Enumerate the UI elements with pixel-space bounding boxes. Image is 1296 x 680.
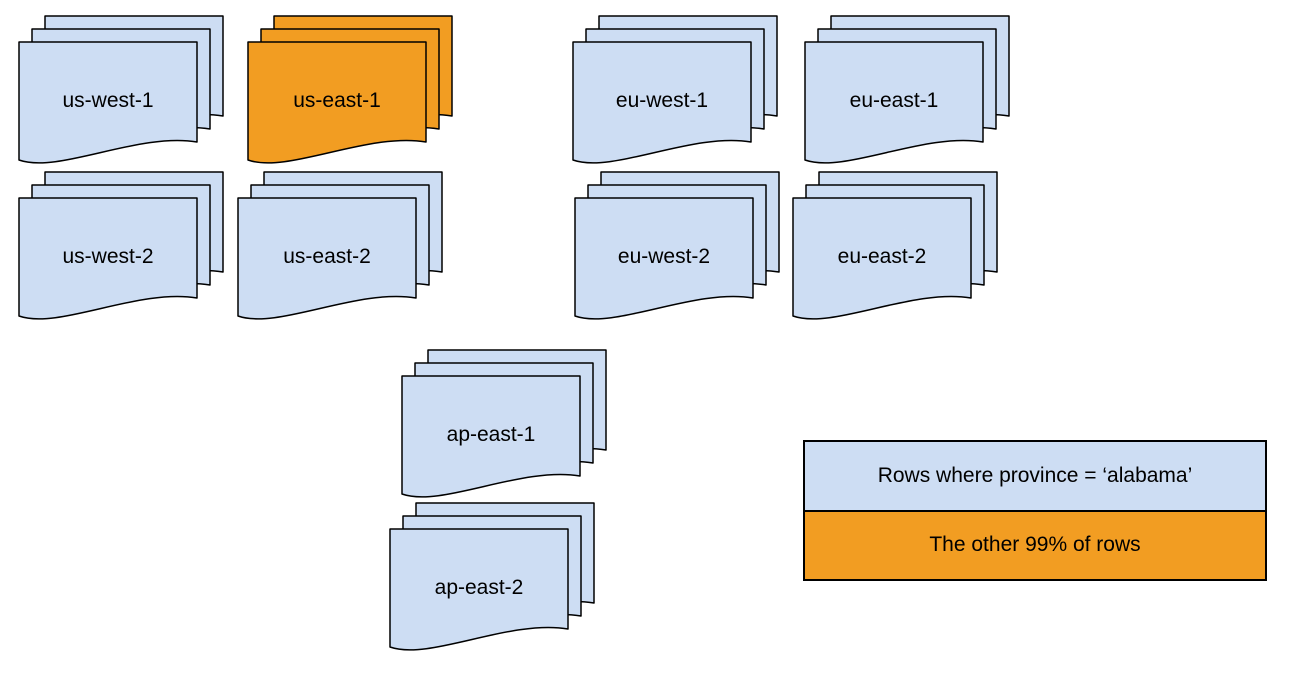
region-stack-eu-west-1: eu-west-1 — [571, 14, 780, 174]
document-stack-icon — [401, 349, 607, 498]
document-stack-icon — [237, 171, 443, 320]
legend-item-label: Rows where province = ‘alabama’ — [877, 463, 1193, 487]
region-stack-ap-east-1: ap-east-1 — [400, 348, 609, 508]
document-stack-icon — [389, 502, 595, 651]
region-stack-us-east-1: us-east-1 — [246, 14, 455, 174]
legend: Rows where province = ‘alabama’ The othe… — [803, 440, 1267, 581]
document-stack-icon — [18, 171, 224, 320]
region-stack-us-east-2: us-east-2 — [236, 170, 445, 330]
document-stack-icon — [804, 15, 1010, 164]
region-stack-eu-east-2: eu-east-2 — [791, 170, 1000, 330]
document-stack-icon — [247, 15, 453, 164]
document-stack-icon — [574, 171, 780, 320]
region-stack-us-west-1: us-west-1 — [17, 14, 226, 174]
legend-item-other-rows: The other 99% of rows — [805, 511, 1265, 579]
region-stack-eu-east-1: eu-east-1 — [803, 14, 1012, 174]
document-stack-icon — [572, 15, 778, 164]
region-stack-us-west-2: us-west-2 — [17, 170, 226, 330]
legend-item-alabama-rows: Rows where province = ‘alabama’ — [805, 442, 1265, 512]
region-stack-eu-west-2: eu-west-2 — [573, 170, 782, 330]
legend-item-label: The other 99% of rows — [929, 533, 1141, 557]
document-stack-icon — [792, 171, 998, 320]
document-stack-icon — [18, 15, 224, 164]
region-stack-ap-east-2: ap-east-2 — [388, 501, 597, 661]
